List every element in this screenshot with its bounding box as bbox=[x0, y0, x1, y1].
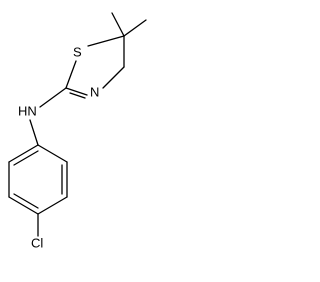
bond-ar-4-5-inner bbox=[13, 193, 39, 209]
bond-c5-methyl-a bbox=[111, 12, 125, 37]
bond-c2-n3-single bbox=[65, 87, 88, 96]
bond-ar-3-4 bbox=[37, 196, 68, 215]
atom-label-s: S bbox=[73, 44, 82, 59]
atom-label-hn: HN bbox=[18, 103, 37, 118]
chemical-structure-diagram: S N HN Cl bbox=[8, 12, 147, 250]
bond-c5-s bbox=[87, 35, 125, 47]
bond-ar-4-5 bbox=[8, 196, 39, 215]
atom-label-n: N bbox=[90, 84, 99, 99]
bond-c2-nh bbox=[39, 87, 67, 108]
bond-n3-c4 bbox=[102, 66, 125, 89]
bond-c2-n3-double bbox=[69, 92, 86, 99]
bond-ar-6-1 bbox=[8, 144, 39, 163]
bond-c5-methyl-b bbox=[123, 19, 147, 37]
bond-ar-6-1-inner bbox=[13, 150, 39, 166]
bond-nh-ipso bbox=[29, 119, 39, 146]
bond-s-c2 bbox=[65, 60, 77, 89]
atom-label-cl: Cl bbox=[31, 235, 43, 250]
bond-ar-1-2 bbox=[37, 144, 68, 163]
